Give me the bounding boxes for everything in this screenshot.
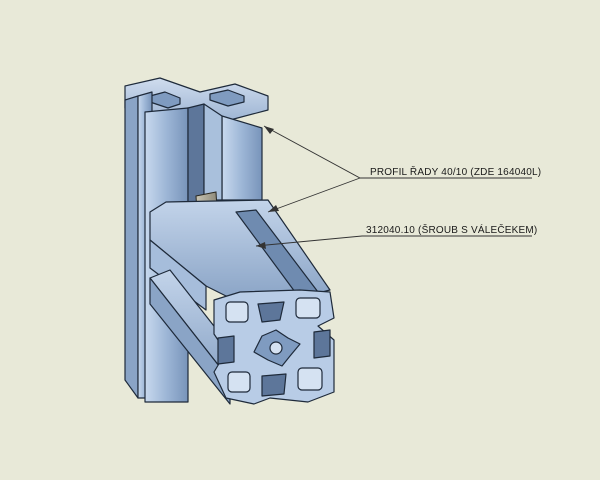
vertical-profile-slot	[187, 103, 205, 205]
leader-lines	[255, 125, 532, 247]
vertical-profile-slot-top-right	[209, 89, 245, 107]
leader-line-profile-lower	[267, 177, 361, 213]
vertical-profile-left-flank	[124, 95, 139, 399]
cross-section-slot-bottom	[261, 373, 287, 397]
cross-section-slot-top	[257, 301, 285, 323]
arrowhead-screw	[256, 242, 266, 249]
cross-section-chamber-top-left	[225, 301, 249, 323]
cross-section-center-bore	[269, 341, 283, 355]
vertical-profile-right-column	[221, 115, 263, 201]
cross-section-slot-right	[313, 329, 331, 359]
callout-profile-label: PROFIL ŘADY 40/10 (ZDE 164040L)	[370, 167, 542, 178]
arrowhead-profile-lower	[268, 205, 279, 212]
cross-section-chamber-top-right	[295, 297, 321, 319]
horizontal-profile-left-face	[149, 239, 207, 311]
vertical-profile-right-inner	[203, 103, 223, 201]
cross-section-slot-left	[217, 335, 235, 365]
leader-arrowheads	[256, 126, 279, 249]
cross-section-chamber-bottom-left	[227, 371, 251, 393]
profile-cross-section	[213, 289, 335, 405]
leader-line-screw	[255, 235, 532, 247]
callout-screw-label: 312040.10 (ŠROUB S VÁLEČEKEM)	[366, 225, 538, 236]
arrowhead-profile-upper	[264, 126, 274, 134]
cross-section-chamber-bottom-right	[297, 367, 323, 391]
horizontal-profile-lower-rail-side	[149, 277, 231, 405]
horizontal-profile	[149, 199, 331, 405]
